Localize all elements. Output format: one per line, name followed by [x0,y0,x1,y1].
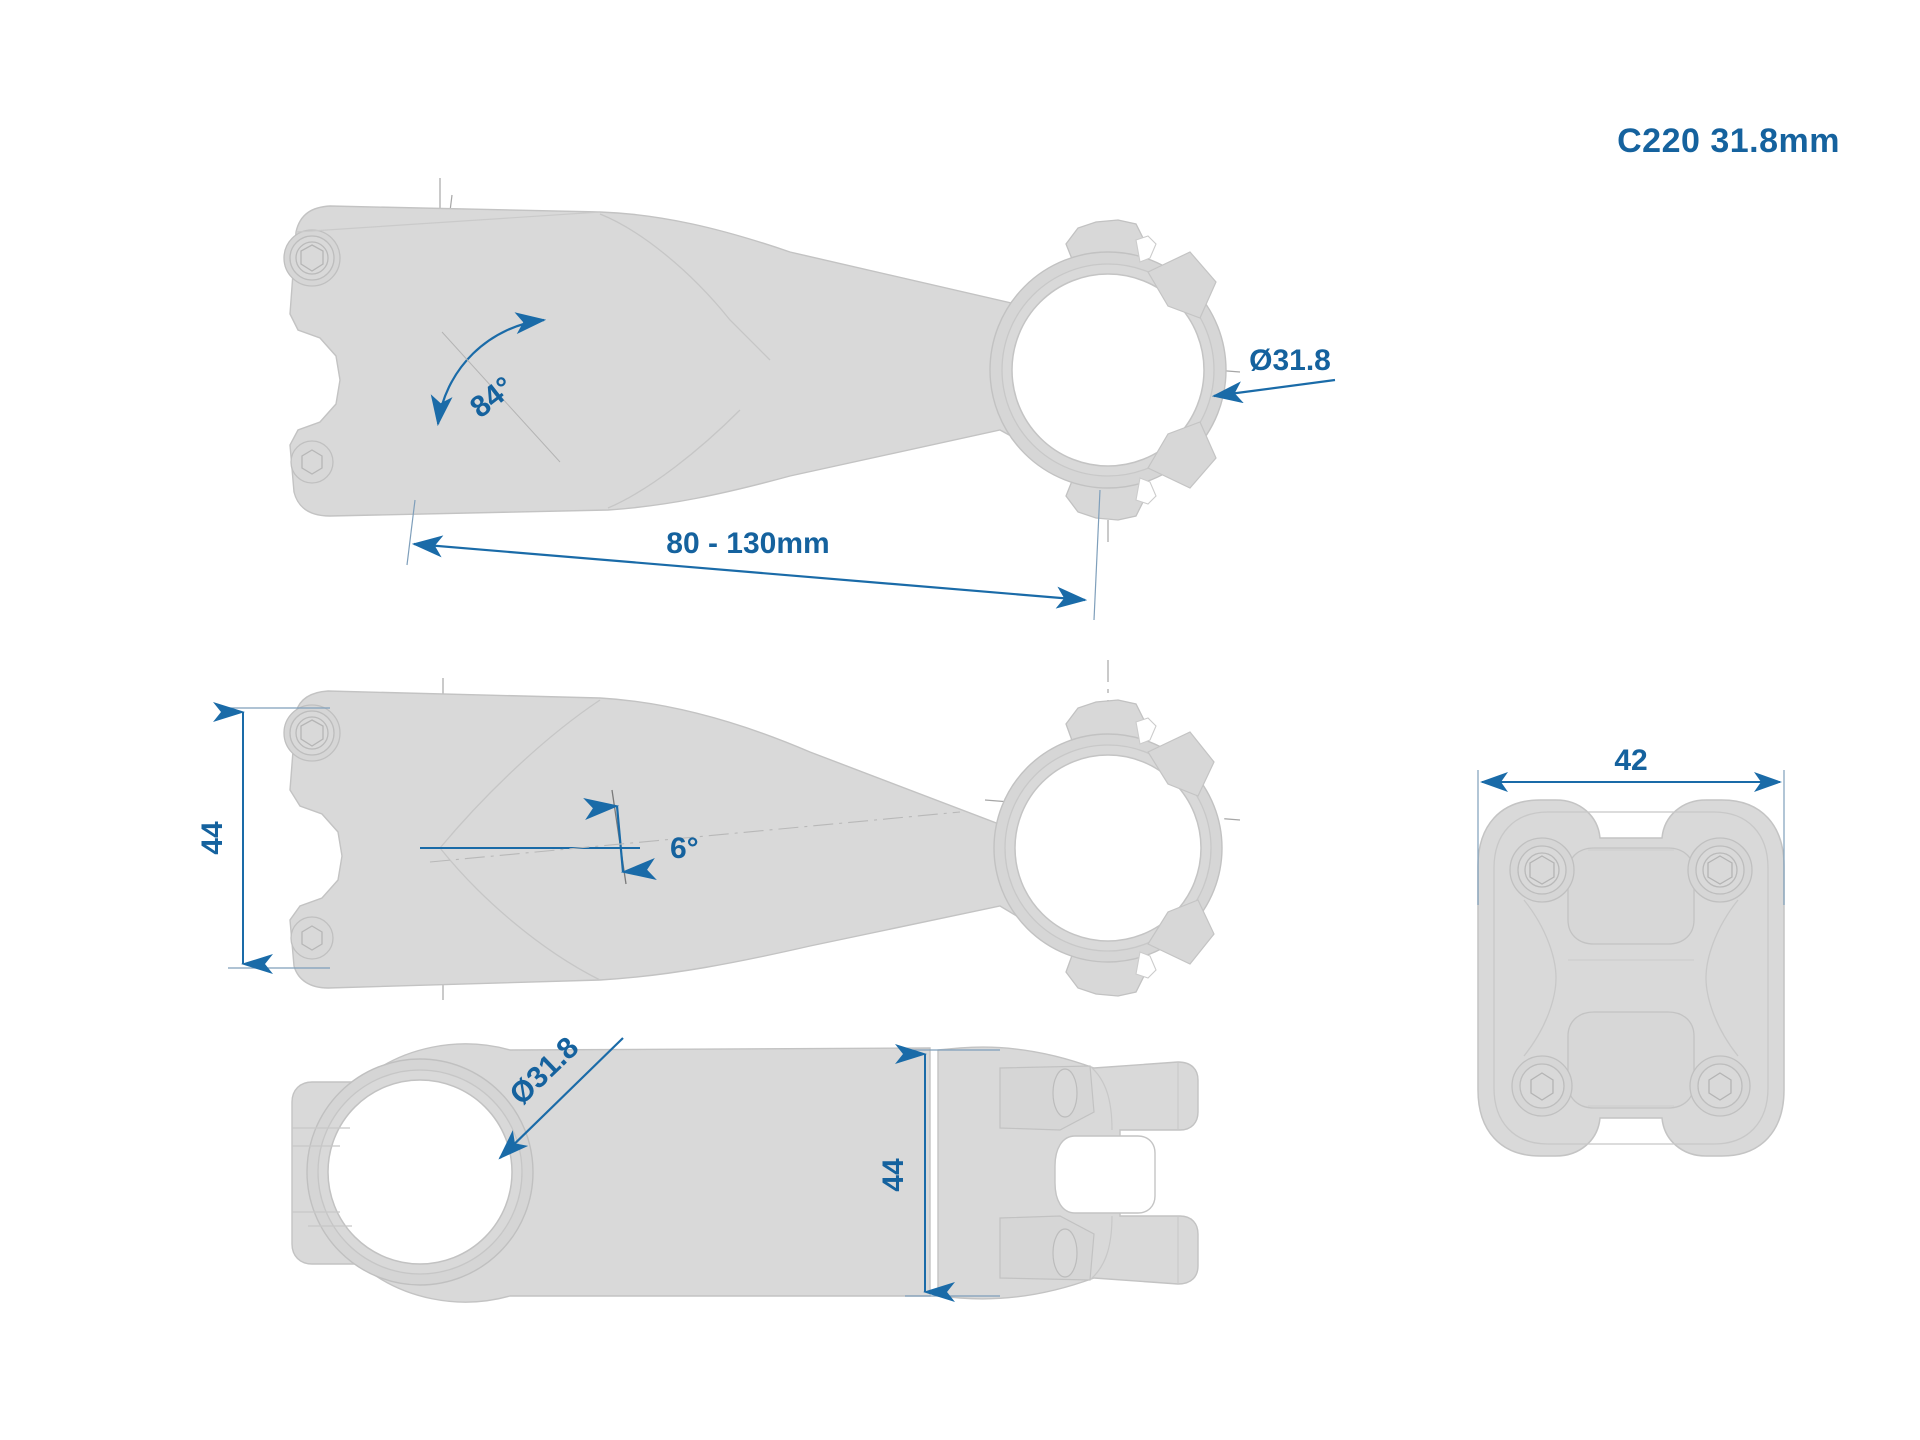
bore-diameter-bottom-leader [498,1037,624,1160]
angle-6-label: 6° [670,832,699,865]
bar-clamp-ring-top [989,219,1227,521]
angle-84-dimension [430,312,561,463]
bore-diameter-top-label: Ø31.8 [1249,344,1331,377]
width-42-label: 42 [1614,744,1647,777]
faceplate-bolt-bottom-left [1511,1055,1573,1117]
height-44-dimension-bottom [895,1044,1000,1302]
bore-diameter-top-leader [1211,378,1336,404]
width-42-dimension [1477,770,1785,905]
steerer-clamp-top-view [291,1043,931,1303]
faceplate-bolt-top-right [1687,837,1753,903]
height-44-dimension-middle [213,702,330,974]
stem-body-side-middle [283,690,1123,989]
faceplate-top-view [937,1046,1199,1300]
stem-body-side-top [283,205,1121,517]
page-title: C220 31.8mm [1617,122,1840,160]
view-front-right: 42 [1477,744,1785,1157]
view-top-bottom: Ø31.8 44 [291,1031,1199,1303]
view-side-middle: 44 6° [196,660,1241,1000]
angle-6-dimension [420,789,961,885]
faceplate-bolt-top-left [1509,837,1575,903]
view-side-top: 84° Ø31.8 80 - 130mm [283,178,1336,621]
length-dimension-label: 80 - 130mm [666,527,829,560]
length-dimension [406,489,1101,621]
height-44-label-middle: 44 [196,821,229,855]
faceplate-bolt-bottom-right [1689,1055,1751,1117]
height-44-label-bottom: 44 [877,1158,910,1192]
faceplate-front-body [1477,799,1785,1157]
bar-clamp-ring-middle [993,699,1223,997]
